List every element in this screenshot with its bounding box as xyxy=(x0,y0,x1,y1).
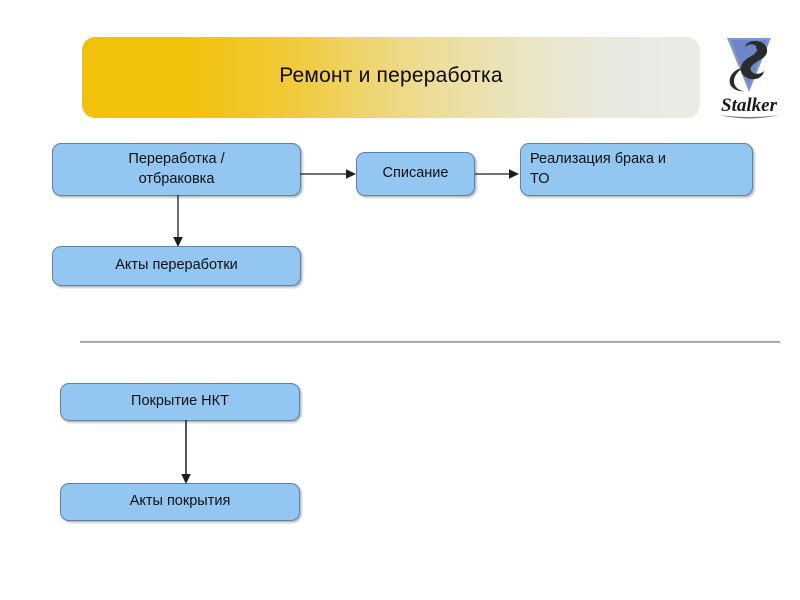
node-spisanie-label: Списание xyxy=(382,165,449,182)
arrow-pererabotka-to-spisanie xyxy=(300,166,360,182)
node-spisanie[interactable]: Списание xyxy=(356,152,475,196)
node-realizaciya-label: Реализация брака и ТО xyxy=(530,151,667,187)
arrow-pokrytie-to-akty xyxy=(176,420,196,486)
node-akty-pererabotki-label: Акты переработки xyxy=(115,257,238,274)
logo-wordmark: Stalker xyxy=(721,95,778,116)
node-akty-pokrytiya-label: Акты покрытия xyxy=(129,493,231,510)
node-akty-pererabotki[interactable]: Акты переработки xyxy=(52,246,301,286)
page-title: Ремонт и переработка xyxy=(279,63,503,87)
stalker-logo: Stalker xyxy=(705,30,793,120)
arrow-spisanie-to-realizaciya xyxy=(475,166,523,182)
node-pererabotka[interactable]: Переработка / отбраковка xyxy=(52,143,301,196)
node-akty-pokrytiya[interactable]: Акты покрытия xyxy=(60,483,300,521)
arrow-pererabotka-to-akty xyxy=(168,195,188,249)
snake-icon xyxy=(729,41,768,92)
node-pererabotka-label: Переработка / отбраковка xyxy=(128,151,225,187)
node-pokrytie-nkt-label: Покрытие НКТ xyxy=(131,393,229,410)
node-realizaciya-braka-i-to[interactable]: Реализация брака и ТО xyxy=(520,143,753,196)
logo-underline xyxy=(719,115,780,119)
title-banner: Ремонт и переработка xyxy=(82,37,700,118)
node-pokrytie-nkt[interactable]: Покрытие НКТ xyxy=(60,383,300,421)
section-divider xyxy=(80,341,780,343)
